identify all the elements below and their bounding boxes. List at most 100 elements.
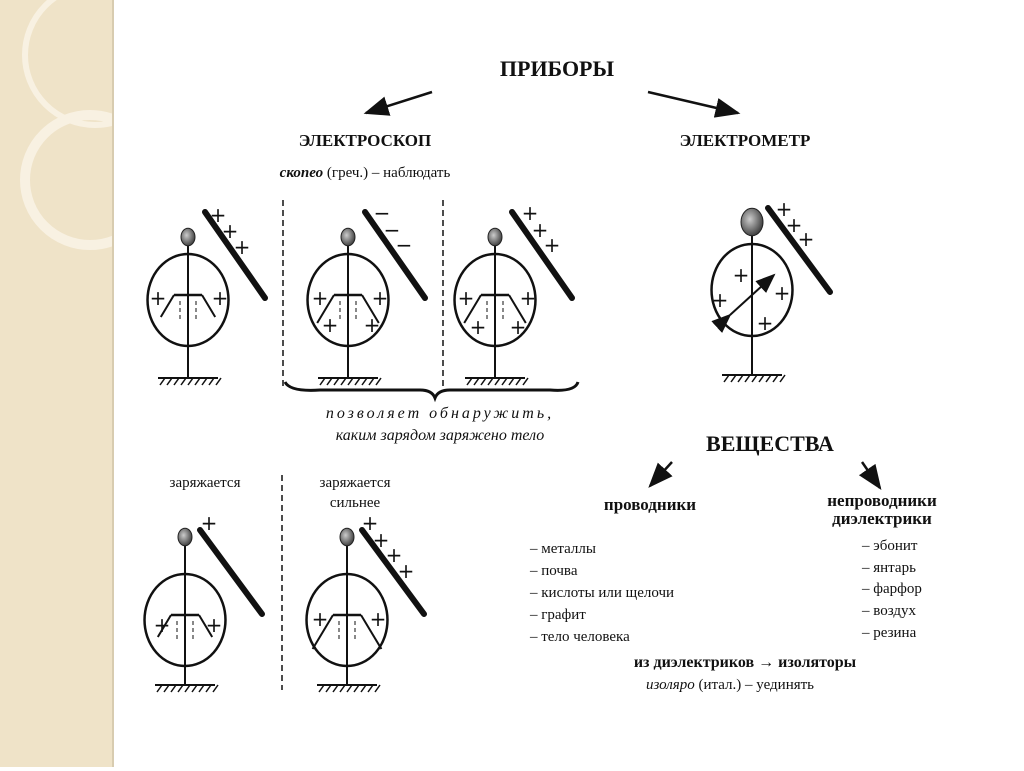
- ground-hatch: [194, 377, 201, 386]
- ground-hatch: [779, 374, 786, 383]
- rod-charge: +: [522, 201, 539, 225]
- ground-hatch: [166, 377, 173, 386]
- case-charge: +: [154, 613, 171, 637]
- ground-hatch: [326, 377, 333, 386]
- ground-hatch: [333, 377, 340, 386]
- glass-case: [453, 252, 537, 348]
- rod-charge: +: [222, 219, 239, 243]
- arrow-to-conductors: [648, 461, 673, 488]
- ground-hatch: [758, 374, 765, 383]
- leaf: [156, 614, 172, 638]
- ground-hatch: [361, 377, 368, 386]
- charge-stronger-label-1: заряжается: [320, 475, 391, 491]
- ground-hatch: [184, 684, 191, 693]
- insulators-line: из диэлектриков → изоляторы: [634, 654, 857, 671]
- case-charge: +: [712, 288, 729, 312]
- purpose-line-1: позволяет обнаружить,: [326, 405, 554, 422]
- ground-hatch: [730, 374, 737, 383]
- conductor-item: – металлы: [529, 541, 596, 557]
- case-charge: +: [212, 286, 229, 310]
- ground-hatch: [325, 684, 332, 693]
- conductors-list: – металлы – почва – кислоты или щелочи –…: [529, 541, 674, 645]
- glass-case: [305, 572, 389, 668]
- ground-hatch: [751, 374, 758, 383]
- ground-hatch: [163, 684, 170, 693]
- ground-hatch: [375, 377, 382, 386]
- ground-hatch: [515, 377, 522, 386]
- ground-hatch: [159, 377, 166, 386]
- metal-ball: [340, 227, 356, 247]
- rod-charge: +: [786, 213, 803, 237]
- ground-hatch: [480, 377, 487, 386]
- ground-hatch: [501, 377, 508, 386]
- metal-ball: [339, 527, 355, 547]
- ground-hatch: [765, 374, 772, 383]
- metal-ball: [487, 227, 503, 247]
- case-charge: +: [206, 613, 223, 637]
- ground-hatch: [368, 377, 375, 386]
- dielectric-item: – янтарь: [861, 560, 916, 576]
- case-charge: +: [370, 607, 387, 631]
- ground-hatch: [156, 684, 163, 693]
- ground-hatch: [473, 377, 480, 386]
- case-charge: +: [510, 315, 527, 339]
- rod-charge: +: [362, 511, 379, 535]
- devices-title: ПРИБОРЫ: [500, 56, 615, 81]
- rod-charge: +: [532, 218, 549, 242]
- metal-ball: [740, 207, 764, 237]
- rod-charge: +: [210, 203, 227, 227]
- charged-rod: [202, 209, 268, 301]
- ground-hatch: [466, 377, 473, 386]
- arrow-to-dielectrics: [858, 461, 882, 491]
- grouping-brace: [283, 381, 580, 403]
- ground-hatch: [205, 684, 212, 693]
- case-charge: +: [150, 286, 167, 310]
- ground-hatch: [318, 684, 325, 693]
- rod-charge: +: [544, 233, 561, 257]
- rod-charge: +: [373, 528, 390, 552]
- rod-charge: +: [798, 227, 815, 251]
- case-charge: +: [733, 263, 750, 287]
- electroscope-1: +++++: [146, 203, 268, 386]
- electrometer-heading: ЭЛЕКТРОМЕТР: [680, 131, 811, 150]
- dielectrics-list: – эбонит – янтарь – фарфор – воздух – ре…: [861, 538, 922, 641]
- leaf: [316, 294, 335, 324]
- electroscope-2: −−−++++: [306, 201, 428, 386]
- dielectric-item: – фарфор: [861, 581, 922, 597]
- rod-charge: +: [776, 197, 793, 221]
- glass-case: [146, 252, 230, 348]
- ground-hatch: [332, 684, 339, 693]
- charged-rod: [509, 209, 575, 301]
- dielectric-item: – эбонит: [861, 538, 918, 554]
- isolaro-etymology: изоляро (итал.) – уединять: [646, 677, 814, 693]
- ground-hatch: [212, 684, 219, 693]
- case-charge: +: [458, 286, 475, 310]
- case-charge: +: [774, 281, 791, 305]
- leaf: [201, 294, 217, 318]
- case-charge: +: [757, 311, 774, 335]
- electroscope-heading: ЭЛЕКТРОСКОП: [299, 131, 431, 150]
- conductor-item: – тело человека: [529, 629, 630, 645]
- arrow-to-electroscope: [363, 90, 433, 116]
- ground-hatch: [198, 684, 205, 693]
- rod-charge: −: [374, 201, 391, 225]
- ground-hatch: [772, 374, 779, 383]
- ground-hatch: [347, 377, 354, 386]
- charge-stronger-label-2: сильнее: [330, 495, 381, 511]
- electroscope-etymology: скопео (греч.) – наблюдать: [280, 165, 451, 181]
- case-charge: +: [520, 286, 537, 310]
- insulators-arrow: →: [754, 654, 778, 671]
- ground-hatch: [187, 377, 194, 386]
- conductor-item: – графит: [529, 607, 586, 623]
- ground-hatch: [360, 684, 367, 693]
- metal-ball: [180, 227, 196, 247]
- leaf: [311, 614, 334, 650]
- conductor-item: – почва: [529, 563, 578, 579]
- ground-hatch: [201, 377, 208, 386]
- ground-hatch: [354, 377, 361, 386]
- electroscope-drawings: +++++−−−+++++++++++++++++++++++++++: [143, 197, 833, 693]
- arrow-to-electrometer: [647, 90, 741, 118]
- metal-ball: [177, 527, 193, 547]
- etymology-word: скопео: [280, 165, 324, 181]
- electroscope-4: +++: [143, 511, 265, 693]
